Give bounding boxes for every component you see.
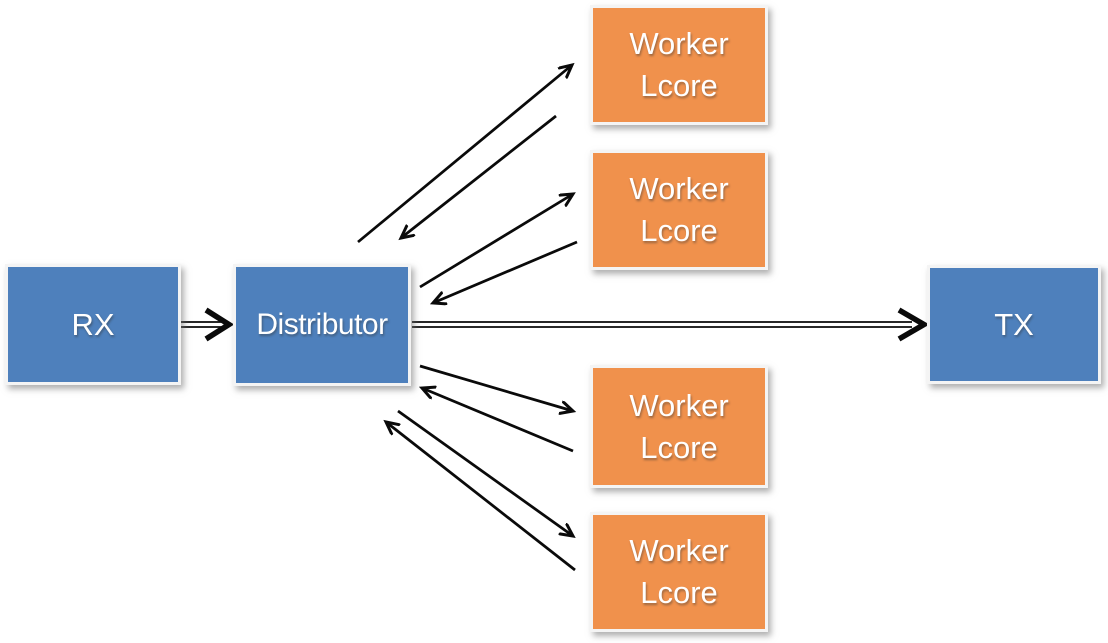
node-worker-2-label-line-1: Worker: [629, 171, 729, 206]
node-worker-3-label-line-2: Lcore: [640, 429, 718, 465]
node-distributor: Distributor: [233, 264, 411, 386]
node-worker-1-label-line-2: Lcore: [640, 68, 718, 103]
arrow-worker-2-to-distributor: [433, 240, 578, 303]
node-tx-label: TX: [994, 306, 1034, 342]
node-tx: TX: [927, 265, 1101, 384]
arrow-worker-4-to-distributor: [386, 422, 576, 572]
arrow-distributor-to-worker-3: [419, 364, 573, 411]
arrow-distributor-to-tx: [412, 307, 930, 342]
node-rx: RX: [5, 264, 181, 385]
arrow-distributor-to-worker-1: [357, 65, 572, 244]
arrow-distributor-to-worker-2: [419, 194, 573, 289]
node-worker-4-label-line-1: Worker: [629, 533, 729, 568]
node-worker-3-label-line-1: Worker: [629, 387, 729, 423]
arrow-worker-3-to-distributor: [422, 388, 574, 453]
node-worker-2: Worker Lcore: [590, 150, 768, 270]
node-worker-2-label-line-2: Lcore: [640, 213, 718, 248]
node-worker-1-label-line-1: Worker: [629, 26, 729, 61]
node-worker-4: Worker Lcore: [590, 512, 768, 632]
arrow-worker-1-to-distributor: [401, 114, 557, 238]
arrow-distributor-to-worker-4: [397, 409, 573, 536]
node-worker-1: Worker Lcore: [590, 5, 768, 125]
node-distributor-label: Distributor: [256, 308, 388, 341]
node-worker-3: Worker Lcore: [590, 365, 768, 488]
node-worker-4-label-line-2: Lcore: [640, 575, 718, 610]
arrow-rx-to-distributor: [181, 307, 235, 342]
node-rx-label: RX: [71, 306, 115, 342]
